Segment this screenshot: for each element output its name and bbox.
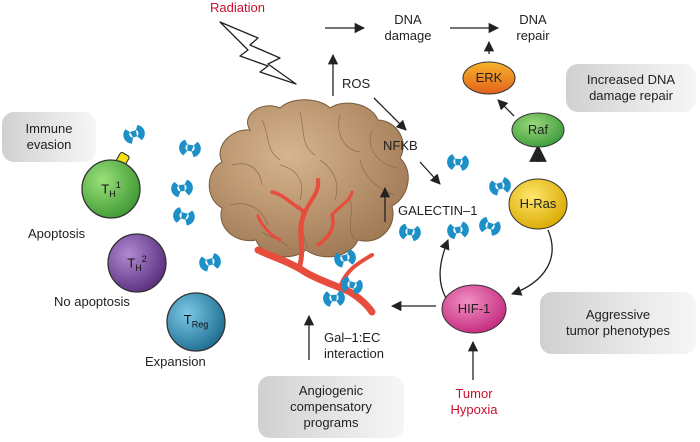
erk-label: ERK — [475, 70, 503, 85]
raf-node — [511, 112, 565, 148]
hif1-label: HIF-1 — [457, 301, 491, 316]
dna-damage-label: DNA damage — [384, 12, 432, 43]
increased-dna-repair-box: Increased DNA damage repair — [566, 64, 696, 112]
tumor-mass — [208, 99, 409, 258]
th1-label: TH1 — [101, 180, 121, 199]
treg-label: TReg — [183, 312, 209, 330]
radiation-bolt-icon — [219, 21, 297, 85]
th2-label: TH2 — [127, 254, 147, 273]
erk-node — [462, 61, 516, 95]
hras-node — [508, 178, 568, 230]
angiogenic-box: Angiogenic compensatory programs — [258, 376, 404, 438]
tumor-hypoxia-label: Tumor Hypoxia — [450, 386, 498, 417]
no-apoptosis-label: No apoptosis — [54, 294, 130, 309]
expansion-label: Expansion — [145, 354, 206, 369]
raf-label: Raf — [527, 122, 549, 137]
nfkb-label: NFKB — [383, 138, 418, 153]
galectin-label: GALECTIN–1 — [398, 203, 478, 218]
arrows — [303, 22, 553, 380]
ros-label: ROS — [342, 76, 371, 91]
hif1-node — [441, 284, 507, 334]
th1-cell — [81, 159, 141, 219]
apoptosis-label: Apoptosis — [28, 226, 86, 241]
dna-repair-label: DNA repair — [516, 12, 550, 43]
radiation-label: Radiation — [210, 0, 265, 15]
immune-evasion-box: Immune evasion — [2, 112, 96, 162]
aggressive-tumor-box: Aggressive tumor phenotypes — [540, 292, 696, 354]
gal-ec-label: Gal–1:EC interaction — [324, 330, 384, 361]
th2-cell — [107, 233, 167, 293]
hras-label: H-Ras — [519, 196, 557, 211]
treg-cell — [166, 292, 226, 352]
